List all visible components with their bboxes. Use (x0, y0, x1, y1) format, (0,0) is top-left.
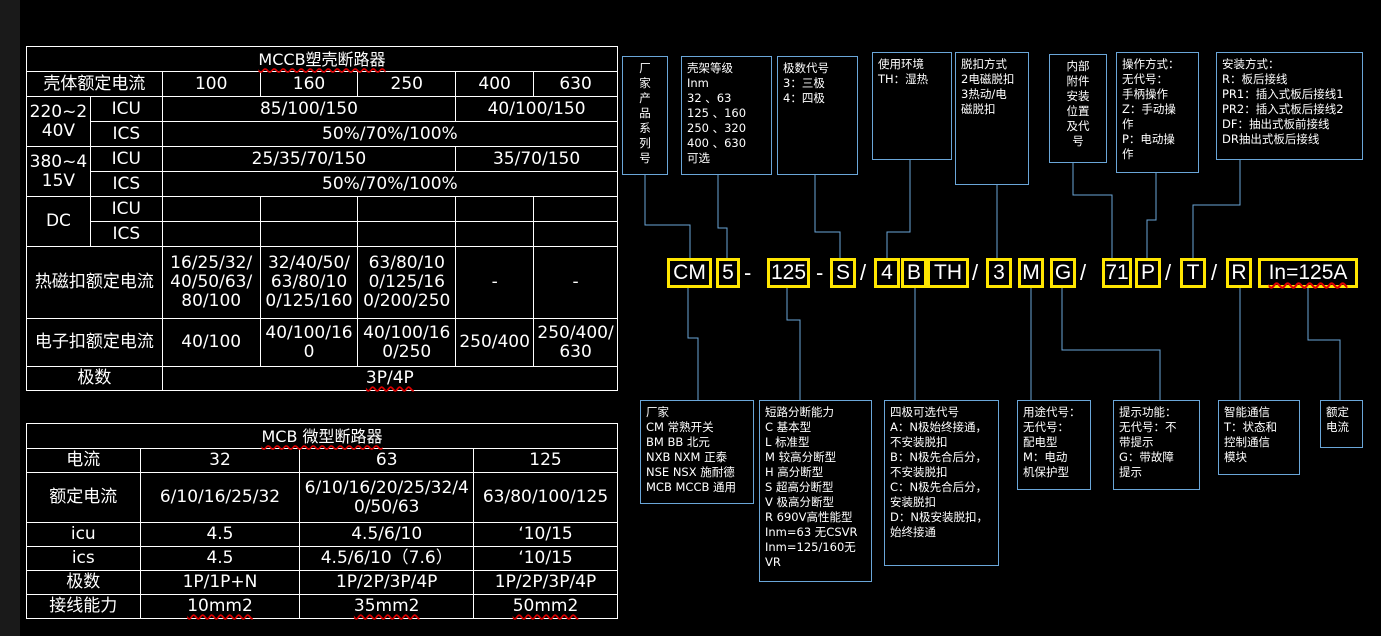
mccb-icu-value: 35/70/150 (455, 146, 618, 172)
mccb-thermal-label: 热磁扣额定电流 (26, 246, 163, 319)
mccb-thermal-value: 32/40/50/63/80/100/125/160 (259, 246, 359, 319)
mcb-frame-value: 32 (139, 448, 301, 473)
mccb-table: MCCB塑壳断路器 壳体额定电流 100 160 250 400 630 220… (26, 46, 619, 391)
mcb-poles-label: 极数 (26, 570, 141, 595)
mcb-frame-value: 125 (473, 448, 618, 473)
mccb-icu-label: ICU (89, 196, 163, 222)
mccb-title: MCCB塑壳断路器 (26, 46, 618, 72)
code-th: TH (927, 258, 969, 288)
code-3: 3 (986, 258, 1012, 288)
empty-cell (533, 221, 618, 247)
separator: / (972, 260, 979, 285)
mccb-electronic-value: 250/400/630 (533, 318, 618, 367)
separator: / (1165, 260, 1172, 285)
mcb-wiring-value: 35mm2 (299, 594, 475, 619)
mccb-poles-value: 3P/4P (161, 366, 619, 391)
empty-cell (455, 221, 535, 247)
def-box-operation: 操作方式： 无代号： 手柄操作 Z：手动操 作 P：电动操 作 (1116, 52, 1199, 173)
code-71: 71 (1102, 258, 1132, 288)
mccb-thermal-value: - (455, 246, 535, 319)
def-box-indication: 提示功能： 无代号：不 带提示 G：带故障 提示 (1113, 400, 1200, 490)
mccb-poles-label: 极数 (26, 366, 163, 391)
code-g: G (1050, 258, 1076, 288)
mcb-table: MCB 微型断路器 电流 32 63 125 额定电流 6/10/16/25/3… (26, 423, 618, 619)
mccb-electronic-value: 40/100 (161, 318, 261, 367)
separator: / (860, 260, 867, 285)
mcb-wiring-value: 50mm2 (473, 594, 618, 619)
empty-cell (533, 196, 618, 222)
def-box-accessory: 内部 附件 安装 位置 及代 号 (1049, 54, 1107, 163)
code-b: B (901, 258, 927, 288)
empty-cell (259, 196, 359, 222)
mccb-ics-value: 50%/70%/100% (161, 121, 619, 147)
def-box-rated-current: 额定 电流 (1320, 400, 1363, 448)
separator: / (1080, 260, 1087, 285)
mccb-ics-label: ICS (89, 171, 163, 197)
def-box-frame: 壳架等级 Inm 32 、63 125 、160 250 、320 400 、6… (681, 56, 772, 175)
mccb-electronic-value: 40/100/160/250 (357, 318, 457, 367)
mcb-ics-value: ‘10/15 (473, 546, 618, 571)
mccb-frame-value: 100 (161, 71, 261, 97)
mccb-frame-value: 160 (259, 71, 359, 97)
separator: / (1211, 260, 1218, 285)
def-box-mounting: 安装方式： R：板后接线 PR1：插入式板后接线1 PR2：插入式板后接线2 D… (1216, 52, 1363, 160)
mccb-ics-value: 50%/70%/100% (161, 171, 619, 197)
def-box-trip: 脱扣方式 2电磁脱扣 3热动/电 磁脱扣 (955, 52, 1029, 185)
mccb-thermal-value: 63/80/100/125/160/200/250 (357, 246, 457, 319)
mcb-wiring-value: 10mm2 (139, 594, 301, 619)
code-p: P (1135, 258, 1161, 288)
def-box-communication: 智能通信 T：状态和 控制通信 模块 (1218, 400, 1300, 475)
mcb-title: MCB 微型断路器 (26, 423, 618, 449)
mccb-icu-value: 25/35/70/150 (161, 146, 457, 172)
code-t: T (1180, 258, 1206, 288)
mcb-rated-label: 额定电流 (26, 472, 141, 523)
mcb-icu-value: 4.5/6/10 (299, 522, 475, 547)
mccb-ics-label: ICS (89, 221, 163, 247)
code-cm: CM (667, 258, 712, 288)
def-box-poles: 极数代号 3：三极 4：四极 (777, 56, 858, 175)
code-r: R (1226, 258, 1252, 288)
code-s: S (830, 258, 856, 288)
mccb-icu-value: 85/100/150 (161, 96, 457, 122)
empty-cell (161, 221, 261, 247)
def-box-manufacturer: 厂家 CM 常熟开关 BM BB 北元 NXB NXM 正泰 NSE NSX 施… (640, 400, 754, 504)
mcb-rated-value: 63/80/100/125 (473, 472, 618, 523)
mccb-voltage-380: 380~415V (26, 146, 91, 197)
mccb-frame-label: 壳体额定电流 (26, 71, 163, 97)
separator: - (744, 260, 752, 285)
mcb-frame-value: 63 (299, 448, 475, 473)
code-4: 4 (874, 258, 900, 288)
mccb-frame-value: 630 (533, 71, 618, 97)
mcb-poles-value: 1P/2P/3P/4P (473, 570, 618, 595)
code-rated-current: In=125A (1258, 258, 1358, 288)
code-m: M (1018, 258, 1044, 288)
mcb-current-label: 电流 (26, 448, 141, 473)
def-box-four-pole: 四极可选代号 A：N极始终接通， 不安装脱扣 B：N极先合后分， 不安装脱扣 C… (884, 400, 999, 566)
mccb-voltage-220: 220~240V (26, 96, 91, 147)
code-125: 125 (767, 258, 810, 288)
code-5: 5 (716, 258, 740, 288)
mcb-wiring-label: 接线能力 (26, 594, 141, 619)
def-box-breaking: 短路分断能力 C 基本型 L 标准型 M 较高分断型 H 高分断型 S 超高分断… (759, 400, 872, 582)
mccb-electronic-value: 40/100/160 (259, 318, 359, 367)
left-edge-strip (0, 0, 20, 636)
separator: - (816, 260, 824, 285)
mccb-thermal-value: 16/25/32/40/50/63/80/100 (161, 246, 261, 319)
mcb-icu-value: 4.5 (139, 522, 301, 547)
def-box-environment: 使用环境 TH：湿热 (872, 52, 952, 160)
def-box-series: 厂 家 产 品 系 列 号 (622, 56, 668, 175)
def-box-usage: 用途代号： 无代号： 配电型 M：电动 机保护型 (1017, 400, 1091, 490)
